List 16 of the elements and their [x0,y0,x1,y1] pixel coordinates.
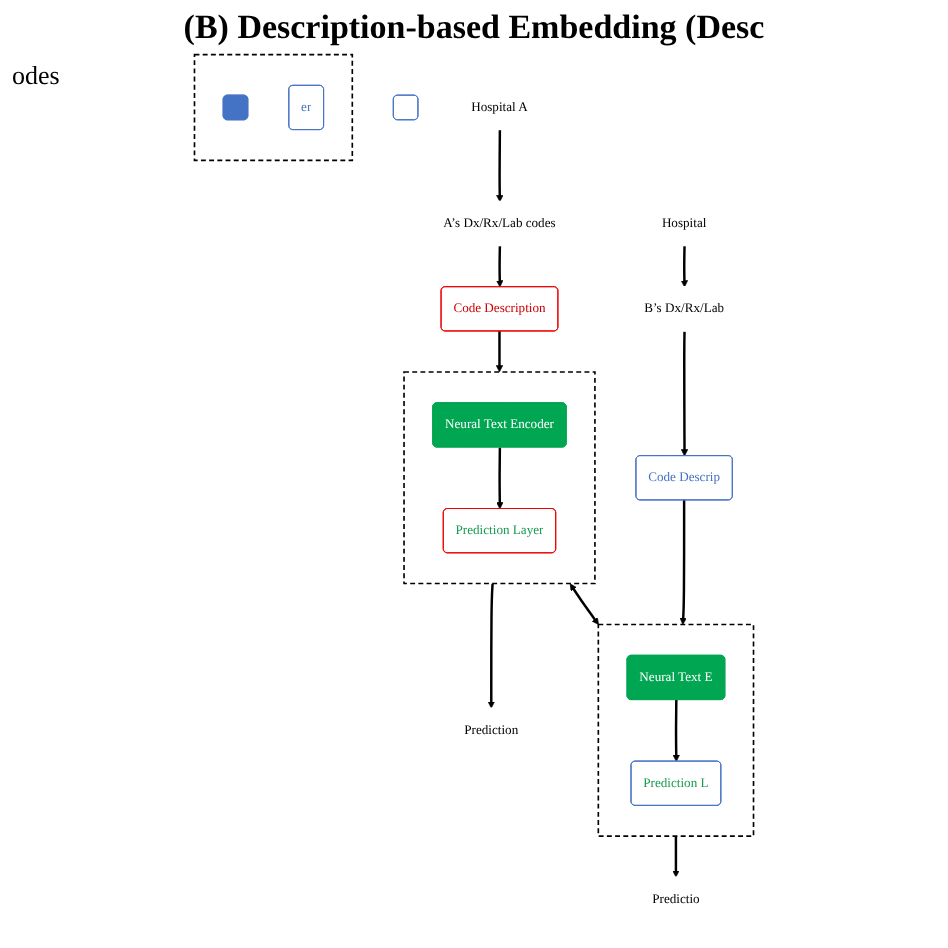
arrow [496,246,504,288]
arrow [672,836,680,878]
arrow [672,700,680,762]
cluster [193,53,354,162]
arrow [680,246,688,288]
arrow [495,330,504,373]
cluster [597,623,755,837]
arrow [679,499,687,625]
cluster [403,371,596,585]
text-label: odes [12,60,60,92]
arrow [680,331,689,457]
title: (B) Description-based Embedding (Desc [181,8,767,48]
arrow [487,583,495,709]
arrow [496,447,504,510]
arrow [569,583,599,625]
arrow [496,130,504,203]
